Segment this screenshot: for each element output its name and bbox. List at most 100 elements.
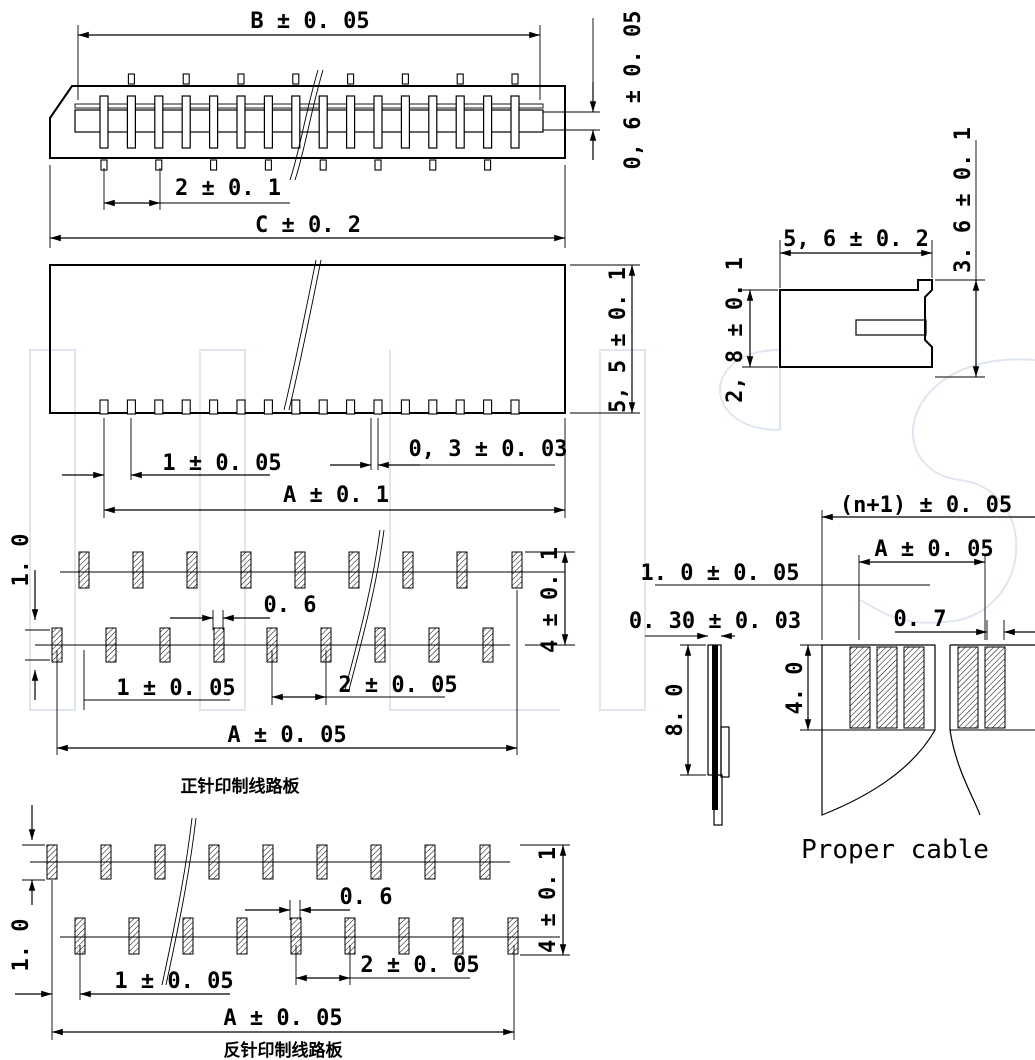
front-pin (400, 399, 410, 415)
dim-28-label: 2, 8 ± 0. 1 (723, 257, 748, 403)
pin-tail-top (347, 73, 355, 85)
contact-pin (126, 95, 137, 149)
contact-pin (236, 95, 246, 149)
pin-tail-top (292, 73, 300, 85)
pcb-pad (507, 917, 519, 955)
dim-4-pcb1-label: 4 ± 0. 1 (538, 547, 563, 653)
pcb-pad (452, 917, 464, 955)
contact-pin (154, 95, 164, 149)
dim-06-pcb1-label: 0. 6 (264, 593, 317, 618)
front-pin (99, 399, 109, 415)
caption-cable: Proper cable (801, 835, 989, 865)
dim-2-pcb1-label: 2 ± 0. 05 (338, 673, 457, 698)
front-pin (428, 399, 438, 415)
dim-030-label: 0. 30 ± 0. 03 (629, 609, 801, 634)
contact-pin (181, 95, 191, 149)
dim-b-label: B ± 0. 05 (250, 9, 369, 34)
pcb-pad (398, 917, 410, 955)
dim-03-label: 0, 3 ± 0. 03 (409, 437, 568, 462)
dim-a-front-label: A ± 0. 1 (283, 483, 389, 508)
pcb-pad (132, 551, 144, 589)
front-pin (455, 399, 465, 415)
pcb-pad (182, 917, 194, 955)
pcb-pad (236, 917, 248, 955)
cable-view: 0. 30 ± 0. 03 8. 0 1. 0 ± 0. 05 4. 0 (n+… (629, 493, 1035, 865)
pcb-layout-reversed: 1. 0 0. 6 4 ± 0. 1 1 ± 0. 05 2 ± 0. 05 A… (9, 805, 570, 1060)
dim-1-pcb1-label: 1 ± 0. 05 (116, 676, 235, 701)
dim-a-cable-label: A ± 0. 05 (874, 537, 993, 562)
cable-conductor (984, 646, 1006, 729)
pin-tail-top (456, 73, 464, 85)
pcb-pad (511, 551, 523, 589)
contact-pin (400, 95, 410, 149)
dim-4-pcb2-label: 4 ± 0. 1 (536, 847, 561, 953)
dim-40-label: 4. 0 (783, 662, 808, 715)
top-view: B ± 0. 05 C ± 0. 2 2 ± 0. 1 0, 6 ± 0. 05 (49, 9, 646, 248)
contact-pin (428, 95, 438, 149)
front-pin (126, 399, 136, 415)
dim-c-label: C ± 0. 2 (255, 213, 361, 238)
pin-tail-bottom (210, 159, 218, 171)
dim-10-side2-label: 1. 0 (9, 919, 34, 972)
front-pin (318, 399, 328, 415)
front-pin (263, 399, 273, 415)
pcb-pad (78, 551, 90, 589)
dim-80-label: 8. 0 (663, 684, 688, 737)
contact-pin (318, 95, 328, 149)
contact-pin (346, 95, 356, 149)
pcb-pad (456, 551, 468, 589)
front-pin (346, 399, 356, 415)
dim-1-pcb2-label: 1 ± 0. 05 (114, 969, 233, 994)
dim-06-pcb2-label: 0. 6 (340, 885, 393, 910)
front-pin (373, 399, 383, 415)
dim-10-cable-label: 1. 0 ± 0. 05 (641, 561, 800, 586)
pcb-layout-normal: 1. 0 0. 6 4 ± 0. 1 1 ± 0. 05 2 ± 0. 05 A… (9, 529, 575, 797)
contact-pin (263, 95, 273, 149)
dim-56-label: 5, 6 ± 0. 2 (783, 227, 929, 252)
dim-55-label: 5, 5 ± 0. 1 (606, 267, 631, 413)
pcb-pad (294, 551, 306, 589)
pin-tail-top (237, 73, 245, 85)
front-pin (236, 399, 246, 415)
pin-tail-bottom (484, 159, 492, 171)
dim-pitch-label: 2 ± 0. 1 (175, 176, 281, 201)
front-pin (154, 399, 164, 415)
front-view: 5, 5 ± 0. 1 1 ± 0. 05 0, 3 ± 0. 03 A ± 0… (49, 259, 640, 518)
dim-06-side-label: 0, 6 ± 0. 05 (621, 11, 646, 170)
pin-tail-bottom (264, 159, 272, 171)
pin-tail-top (401, 73, 409, 85)
contact-pin (510, 95, 520, 149)
caption-pcb2: 反针印制线路板 (224, 1040, 344, 1060)
front-pin (181, 399, 191, 415)
front-pin (483, 399, 493, 415)
front-pin (291, 399, 301, 415)
dim-2-pcb2-label: 2 ± 0. 05 (360, 953, 479, 978)
pin-tail-top (182, 73, 190, 85)
cable-conductor (849, 646, 871, 729)
dim-n1-label: (n+1) ± 0. 05 (840, 493, 1012, 518)
pin-tail-bottom (429, 159, 437, 171)
dim-a-pcb1-label: A ± 0. 05 (227, 723, 346, 748)
pin-tail-bottom (374, 159, 382, 171)
pin-tail-bottom (155, 159, 163, 171)
pin-tail-top (511, 73, 519, 85)
pcb-pad (128, 917, 140, 955)
cable-conductor (876, 646, 898, 729)
dim-07-label: 0. 7 (894, 607, 947, 632)
cable-conductor (903, 646, 925, 729)
contact-pin (483, 95, 493, 149)
pin-tail-bottom (319, 159, 327, 171)
contact-pin (99, 95, 109, 149)
front-pin (510, 399, 520, 415)
pcb-pad (240, 551, 252, 589)
caption-pcb1: 正针印制线路板 (181, 776, 301, 797)
cable-conductor (957, 646, 979, 729)
pcb-pad (186, 551, 198, 589)
contact-pin (455, 95, 465, 149)
dim-a-pcb2-label: A ± 0. 05 (223, 1006, 342, 1031)
pcb-pad (402, 551, 414, 589)
front-pin (209, 399, 219, 415)
dim-1-front-label: 1 ± 0. 05 (162, 451, 281, 476)
pin-tail-top (127, 73, 135, 85)
